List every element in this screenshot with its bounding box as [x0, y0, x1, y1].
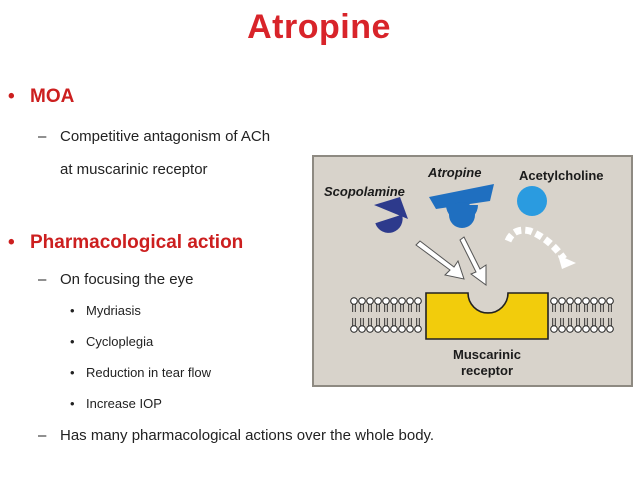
- eye-effect-label: Cycloplegia: [86, 334, 154, 349]
- bullet-pharm-label: Pharmacological action: [30, 232, 244, 253]
- curved-arrow-icon: [504, 226, 576, 269]
- dash-marker: –: [38, 271, 47, 288]
- bullet-pharmacological-action: • Pharmacological action: [8, 232, 243, 254]
- membrane-left: [350, 297, 422, 333]
- receptor-diagram: Scopolamine Atropine Acetylcholine Musca…: [312, 155, 633, 387]
- label-atropine: Atropine: [428, 165, 482, 180]
- arrow-icon: [459, 236, 487, 286]
- eye-effect-item: • Increase IOP: [70, 396, 162, 411]
- eye-effect-label: Mydriasis: [86, 303, 141, 318]
- bullet-moa-label: MOA: [30, 86, 75, 107]
- moa-description-line1: Competitive antagonism of ACh: [60, 128, 271, 145]
- membrane-right: [550, 297, 614, 333]
- receptor-block: [425, 292, 549, 340]
- eye-effect-label: Increase IOP: [86, 396, 162, 411]
- focusing-eye-label: On focusing the eye: [60, 271, 194, 288]
- bullet-marker: •: [8, 86, 15, 107]
- eye-effect-item: • Reduction in tear flow: [70, 365, 211, 380]
- label-receptor: Muscarinic receptor: [442, 347, 532, 379]
- arrow-icon: [415, 240, 465, 280]
- bullet-marker: •: [70, 365, 75, 380]
- bullet-marker: •: [70, 303, 75, 318]
- bullet-marker: •: [70, 334, 75, 349]
- dash-marker: –: [38, 128, 47, 145]
- bullet-marker: •: [70, 396, 75, 411]
- sub-bullet-whole-body: –Has many pharmacological actions over t…: [38, 427, 434, 444]
- moa-description: –Competitive antagonism of ACh: [38, 128, 270, 145]
- dash-marker: –: [38, 427, 47, 444]
- eye-effect-label: Reduction in tear flow: [86, 365, 212, 380]
- bullet-marker: •: [8, 232, 15, 253]
- whole-body-label: Has many pharmacological actions over th…: [60, 427, 435, 444]
- sub-bullet-focusing-eye: –On focusing the eye: [38, 271, 193, 288]
- label-receptor-line1: Muscarinic: [453, 347, 521, 362]
- eye-effect-item: • Cycloplegia: [70, 334, 153, 349]
- receptor-diagram-svg: [350, 184, 614, 340]
- slide-title: Atropine: [247, 8, 391, 46]
- label-scopolamine: Scopolamine: [324, 184, 405, 199]
- label-receptor-line2: receptor: [460, 363, 514, 378]
- atropine-molecule: [429, 184, 494, 228]
- eye-effect-item: • Mydriasis: [70, 303, 141, 318]
- bullet-moa: • MOA: [8, 86, 74, 108]
- acetylcholine-molecule: [517, 186, 547, 216]
- label-acetylcholine: Acetylcholine: [519, 168, 604, 183]
- moa-description-line2: at muscarinic receptor: [60, 161, 208, 178]
- scopolamine-molecule: [374, 197, 408, 233]
